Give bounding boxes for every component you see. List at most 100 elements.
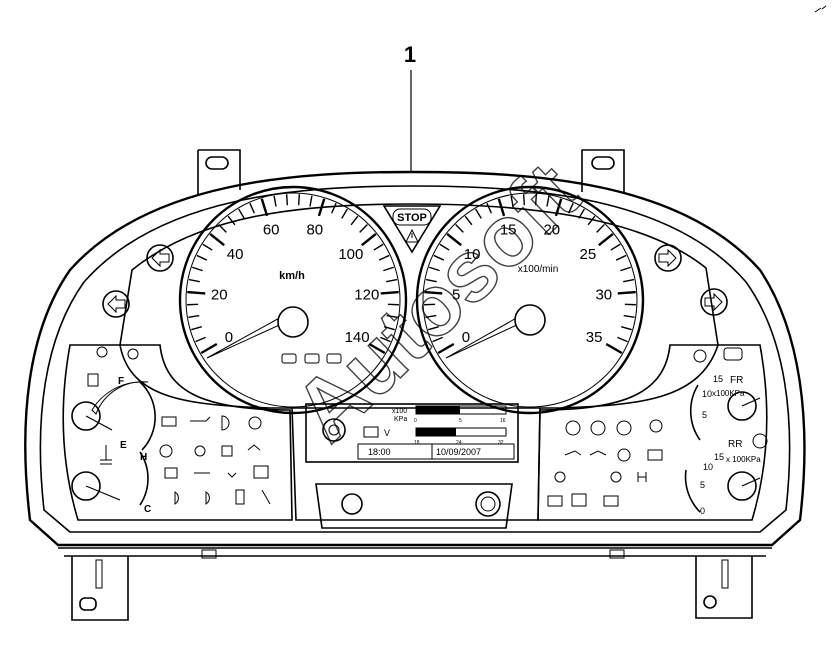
- tachometer-tick: [599, 234, 613, 245]
- speedometer-tick: [383, 267, 393, 270]
- speedometer-tick: [250, 203, 254, 213]
- speedometer-tick: [203, 244, 212, 250]
- axle-icon: [165, 468, 177, 478]
- tachometer-label-35: 35: [586, 329, 603, 346]
- temp-hot-label: H: [140, 452, 147, 463]
- speedometer-tick: [262, 199, 267, 216]
- gear-icon: [195, 446, 205, 456]
- display-voltage-scale-24: 24: [456, 440, 462, 446]
- display-pressure-unit-bottom: KPa: [394, 416, 407, 423]
- speedometer-tick: [188, 316, 199, 318]
- tachometer-tick: [620, 267, 630, 270]
- circle-p-icon: [160, 445, 172, 457]
- speedometer-tick: [299, 194, 300, 205]
- front-pressure-label-15: 15: [713, 374, 723, 384]
- glow-plug-icon: [248, 445, 260, 450]
- speedometer-tick: [210, 234, 224, 245]
- speedometer-label-80: 80: [306, 221, 323, 238]
- right-turn-indicator-inner: [701, 289, 727, 315]
- display-pressure-scale-0: 0: [414, 418, 417, 424]
- tachometer-tick: [621, 327, 632, 330]
- headlight-icon: [222, 416, 229, 430]
- corner-mark: [815, 6, 826, 12]
- tachometer-tick: [597, 224, 605, 232]
- tachometer-label-30: 30: [595, 286, 612, 303]
- front-pressure-tag: FR: [730, 375, 743, 386]
- speedometer-label-0: 0: [225, 329, 233, 346]
- speedometer-label-20: 20: [211, 286, 228, 303]
- front-pressure-gauge: FR x100KPa 15 10 5: [691, 348, 760, 440]
- display-voltage-scale-18: 18: [414, 440, 420, 446]
- tachometer-tick: [616, 255, 626, 260]
- rear-pressure-label-10: 10: [703, 462, 713, 472]
- callout-number: 1: [404, 42, 416, 67]
- speedometer-tick: [379, 255, 389, 260]
- seatbelt-icon: [262, 490, 270, 504]
- tachometer-label-25: 25: [580, 246, 597, 263]
- tachometer-hub: [515, 305, 545, 335]
- right-control-knob: [476, 492, 500, 516]
- front-pressure-label-5: 5: [702, 410, 707, 420]
- coolant-temp-icon: [100, 445, 112, 464]
- speedometer-tick: [187, 292, 205, 293]
- speedometer-unit: km/h: [279, 270, 305, 282]
- left-turn-indicator-outer: [147, 245, 173, 271]
- right-warning-icons: [548, 420, 662, 506]
- filter-icon: [236, 490, 244, 504]
- rear-fog-icon: [206, 492, 209, 504]
- tachometer-tick: [606, 344, 622, 353]
- rear-pressure-label-0: 0: [700, 506, 705, 516]
- brake-warning-icon: [753, 434, 767, 448]
- fog-light-icon: [249, 417, 261, 429]
- speedometer-tick: [189, 280, 200, 282]
- temperature-gauge: H C: [72, 445, 151, 515]
- speedometer-label-60: 60: [263, 221, 280, 238]
- rear-pressure-tag: RR: [728, 439, 742, 450]
- speedometer-tick: [228, 216, 235, 225]
- bottom-control-box: [316, 484, 512, 528]
- brake-icon: [97, 347, 107, 357]
- tachometer-tick: [611, 244, 620, 250]
- speedometer-tick: [342, 209, 348, 218]
- speedometer-tick: [201, 344, 217, 353]
- left-control-knob: [342, 494, 362, 514]
- speedometer-tick: [192, 267, 202, 270]
- display-voltage-label: V: [384, 428, 390, 438]
- speedometer-label-40: 40: [227, 246, 244, 263]
- stop-label: STOP: [397, 212, 427, 224]
- speedometer-tick: [351, 216, 358, 225]
- speedometer-tick: [287, 194, 288, 205]
- display-pressure-scale-16: 16: [500, 418, 506, 424]
- battery-icon: [162, 417, 176, 426]
- screen-icon: [254, 466, 268, 478]
- speedometer-hub: [278, 307, 308, 337]
- oil-pressure-icon: [190, 417, 210, 421]
- display-voltage-scale-32: 32: [498, 440, 504, 446]
- fuel-full-label: F: [118, 376, 124, 387]
- display-date: 10/09/2007: [436, 447, 481, 457]
- bottom-rail: [58, 548, 772, 556]
- rear-pressure-unit: x 100KPa: [726, 455, 761, 464]
- speedometer-tick: [360, 224, 368, 232]
- tachometer-tick: [624, 316, 635, 318]
- right-turn-indicator-outer: [655, 245, 681, 271]
- speedometer-tick: [239, 209, 245, 218]
- speedometer-tick: [274, 196, 276, 207]
- display-pressure-scale-5: 5: [459, 418, 462, 424]
- left-turn-indicator-inner: [103, 291, 129, 317]
- speedometer-tick: [310, 196, 312, 207]
- wheel-icon: [228, 473, 236, 477]
- front-pressure-label-10: 10: [702, 389, 712, 399]
- fuel-empty-label: E: [120, 440, 127, 451]
- speedometer-label-100: 100: [338, 246, 363, 263]
- speedometer-tick: [219, 224, 227, 232]
- seat-icon: [222, 446, 232, 456]
- rear-pressure-label-15: 15: [714, 452, 724, 462]
- sun-icon: [128, 349, 138, 359]
- tachometer-tick: [623, 280, 634, 282]
- temp-cold-label: C: [144, 504, 151, 515]
- speedometer-needle: [207, 316, 286, 358]
- speedometer-tick: [196, 337, 206, 341]
- rear-pressure-label-5: 5: [700, 480, 705, 490]
